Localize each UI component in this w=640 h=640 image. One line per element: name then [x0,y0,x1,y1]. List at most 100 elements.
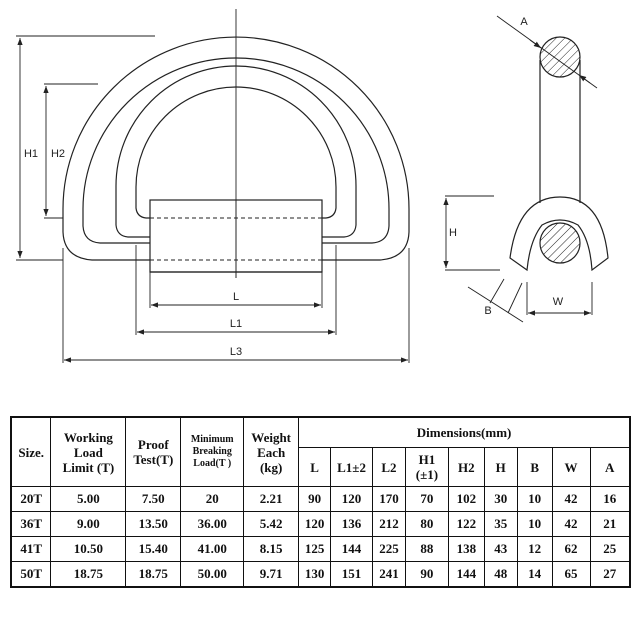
dimension-b: B [467,278,524,323]
svg-text:H2: H2 [51,148,65,160]
table-cell: 41T [10,536,52,562]
table-cell: 36T [10,511,52,537]
table-cell: 5.00 [50,486,127,512]
table-cell: 42 [551,511,591,537]
table-cell: 12 [516,536,553,562]
table-cell: 36.00 [180,511,245,537]
header-l2: L2 [372,447,406,487]
table-cell: 35 [483,511,518,537]
table-cell: 41.00 [180,536,245,562]
table-cell: 8.15 [243,536,300,562]
svg-text:L: L [233,291,239,303]
table-cell: 20T [10,486,52,512]
svg-text:H: H [449,227,457,239]
table-cell: 120 [298,511,332,537]
header-a: A [589,447,631,487]
table-cell: 225 [372,536,406,562]
table-cell: 15.40 [125,536,182,562]
side-view: A H B W [443,15,609,323]
table-cell: 2.21 [243,486,300,512]
header-h: H [483,447,518,487]
dimension-l1: L1 [135,245,337,335]
table-cell: 5.42 [243,511,300,537]
table-cell: 70 [404,486,449,512]
u-bend [509,196,609,272]
table-cell: 14 [516,561,553,588]
header-h2: H2 [447,447,485,487]
table-cell: 130 [298,561,332,588]
cross-section-bottom [539,222,581,264]
table-cell: 90 [404,561,449,588]
table-cell: 144 [330,536,374,562]
svg-text:L1: L1 [230,318,242,330]
table-cell: 20 [180,486,245,512]
table-cell: 42 [551,486,591,512]
table-cell: 10 [516,486,553,512]
table-cell: 13.50 [125,511,182,537]
table-cell: 212 [372,511,406,537]
table-cell: 120 [330,486,374,512]
table-cell: 125 [298,536,332,562]
d-ring-technical-drawing: H1 H2 L L1 L3 [16,9,609,363]
header-l1: L1±2 [330,447,374,487]
dimension-a: A [496,15,598,89]
header-b: B [516,447,553,487]
svg-text:L3: L3 [230,346,242,358]
table-cell: 48 [483,561,518,588]
cross-section-top [539,36,581,78]
front-view: H1 H2 L L1 L3 [16,9,410,363]
svg-text:H1: H1 [24,148,38,160]
ring-third-edge [115,65,357,238]
table-cell: 18.75 [50,561,127,588]
header-w: W [551,447,591,487]
table-cell: 65 [551,561,591,588]
table-cell: 138 [447,536,485,562]
table-cell: 21 [589,511,631,537]
table-cell: 144 [447,561,485,588]
table-cell: 80 [404,511,449,537]
dimension-h2: H2 [43,83,98,219]
ring-inner-edge [135,86,337,219]
ring-second-edge [82,57,390,244]
table-cell: 9.00 [50,511,127,537]
header-size: Size. [10,416,52,487]
table-cell: 102 [447,486,485,512]
table-cell: 50.00 [180,561,245,588]
ring-outer-edge [62,36,410,261]
table-cell: 10 [516,511,553,537]
header-h1: H1(±1) [404,447,449,487]
table-cell: 90 [298,486,332,512]
table-cell: 10.50 [50,536,127,562]
header-dimensions: Dimensions(mm) [298,416,631,448]
dimension-w: W [526,282,593,316]
dimension-h: H [443,195,500,271]
svg-text:B: B [484,305,491,317]
table-cell: 9.71 [243,561,300,588]
table-cell: 25 [589,536,631,562]
dimension-h1: H1 [16,35,155,261]
dimension-l3: L3 [62,248,410,363]
dimension-l: L [149,272,323,308]
table-cell: 16 [589,486,631,512]
table-cell: 151 [330,561,374,588]
svg-text:W: W [553,296,564,308]
table-cell: 7.50 [125,486,182,512]
table-cell: 43 [483,536,518,562]
header-l: L [298,447,332,487]
table-cell: 18.75 [125,561,182,588]
table-cell: 27 [589,561,631,588]
table-cell: 241 [372,561,406,588]
table-cell: 122 [447,511,485,537]
table-cell: 30 [483,486,518,512]
table-cell: 88 [404,536,449,562]
table-cell: 50T [10,561,52,588]
